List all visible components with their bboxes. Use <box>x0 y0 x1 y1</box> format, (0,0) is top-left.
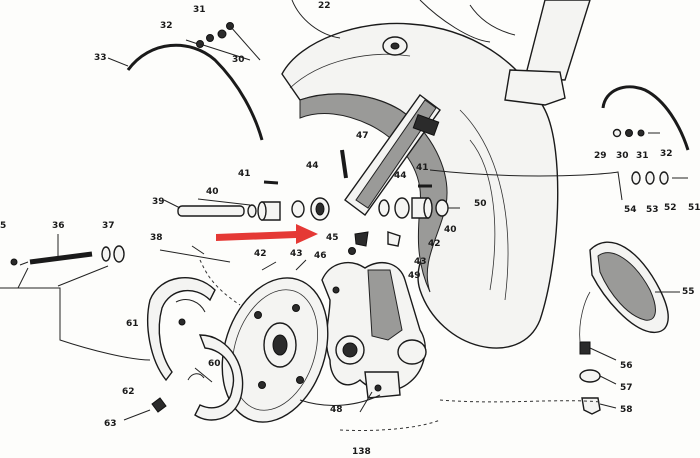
callout-47: 47 <box>356 131 369 141</box>
callout-5: 5 <box>0 221 6 231</box>
brake-shoes <box>147 276 244 421</box>
callout-49: 49 <box>408 271 421 281</box>
bolt-set-top <box>185 22 261 61</box>
callout-32-top: 32 <box>160 21 173 31</box>
leader-33 <box>107 57 129 67</box>
callout-32-right: 32 <box>660 149 673 159</box>
callout-30-right: 30 <box>616 151 629 161</box>
leader-63 <box>123 409 151 421</box>
callout-43-right: 43 <box>414 257 427 267</box>
callout-58: 58 <box>620 405 633 415</box>
callout-57: 57 <box>620 383 633 393</box>
callout-51: 51 <box>688 203 700 213</box>
callout-31-top: 31 <box>193 5 206 15</box>
callout-39: 39 <box>152 197 165 207</box>
callout-37: 37 <box>102 221 115 231</box>
leader-wire <box>419 0 491 43</box>
axle-36 <box>10 234 125 266</box>
callout-41-left: 41 <box>238 169 251 179</box>
callout-45: 45 <box>326 233 339 243</box>
callout-55: 55 <box>682 287 695 297</box>
callout-22: 22 <box>318 1 331 11</box>
parts-45-46 <box>348 231 401 255</box>
callout-44-right: 44 <box>394 171 407 181</box>
callout-40-left: 40 <box>206 187 219 197</box>
callout-42-left: 42 <box>254 249 267 259</box>
bolt-set-right <box>612 128 660 138</box>
highlight-arrow <box>216 224 318 244</box>
page-number: 138 <box>352 447 371 457</box>
callout-48: 48 <box>330 405 343 415</box>
hub-assembly-48 <box>321 261 427 413</box>
callout-46: 46 <box>314 251 327 261</box>
callout-63: 63 <box>104 419 117 429</box>
parts-56-58 <box>579 291 617 415</box>
leader-wire <box>469 4 516 36</box>
stay-33 <box>126 43 264 141</box>
callout-30-top: 30 <box>232 55 245 65</box>
group-leaders <box>0 245 601 432</box>
callout-38: 38 <box>150 233 163 243</box>
callout-42-right: 42 <box>428 239 441 249</box>
callout-54: 54 <box>624 205 637 215</box>
callout-44-left: 44 <box>306 161 319 171</box>
callout-53: 53 <box>646 205 659 215</box>
stay-right <box>601 85 690 151</box>
band-55 <box>589 241 680 334</box>
callout-36: 36 <box>52 221 65 231</box>
washers-51-54 <box>429 169 688 201</box>
washers-right-42-44 <box>378 197 460 219</box>
callout-33: 33 <box>94 53 107 63</box>
callout-61: 61 <box>126 319 139 329</box>
callout-60: 60 <box>208 359 221 369</box>
callout-40-right: 40 <box>444 225 457 235</box>
callout-41-right: 41 <box>416 163 429 173</box>
clip-63 <box>151 397 167 413</box>
pin-47 <box>340 149 348 179</box>
leader-wire <box>291 0 341 39</box>
callout-52: 52 <box>664 203 677 213</box>
callout-62: 62 <box>122 387 135 397</box>
brake-backplate <box>221 277 329 423</box>
fork-leg <box>344 0 591 216</box>
callout-31-right: 31 <box>636 151 649 161</box>
callout-29: 29 <box>594 151 607 161</box>
callout-56: 56 <box>620 361 633 371</box>
callout-50: 50 <box>474 199 487 209</box>
spindle-39 <box>163 197 330 221</box>
pin-41-left <box>263 180 279 185</box>
callout-43-left: 43 <box>290 249 303 259</box>
